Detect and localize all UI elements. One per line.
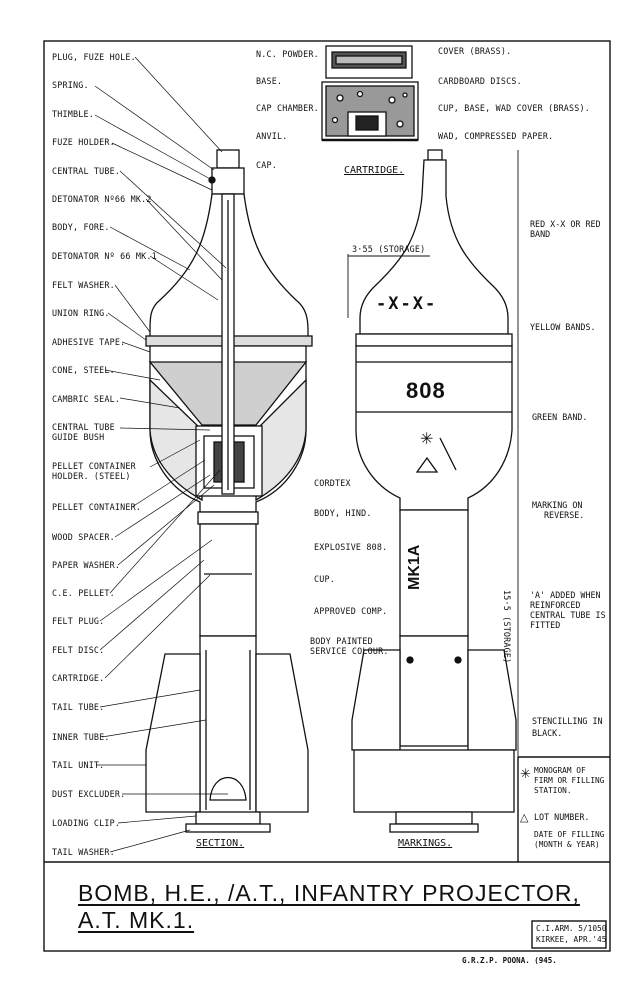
label-body-painted: BODY PAINTED <box>310 636 373 646</box>
label-body-hind: BODY, HIND. <box>314 508 372 518</box>
label-cordtex: CORDTEX <box>314 478 351 488</box>
label-felt-disc: FELT DISC. <box>52 645 105 655</box>
label-cone-steel: CONE, STEEL. <box>52 365 115 375</box>
legend-star-text: MONOGRAM OF FIRM OR FILLING STATION. <box>534 766 605 795</box>
label-base: BASE. <box>256 76 283 86</box>
legend-star-icon: ✳ <box>520 766 531 781</box>
label-pellet-container: PELLET CONTAINER. <box>52 502 142 512</box>
dimension-storage: 3·55 (STORAGE) <box>352 244 426 254</box>
cartridge-figure <box>321 45 419 142</box>
star-marking: ✳ <box>420 431 434 448</box>
leader-lines <box>94 56 228 853</box>
label-detonator-66-mk1: DETONATOR Nº 66 MK.1 <box>52 251 157 261</box>
label-felt-washer: FELT WASHER. <box>52 280 115 290</box>
label-wood-spacer: WOOD SPACER. <box>52 532 115 542</box>
label-spring: SPRING. <box>52 80 89 90</box>
label-central-tube-is: CENTRAL TUBE IS <box>530 610 606 620</box>
label-a-added: 'A' ADDED WHEN <box>530 590 601 600</box>
label-union-ring: UNION RING. <box>52 308 110 318</box>
label-central-tube: CENTRAL TUBE. <box>52 166 121 176</box>
label-red-x: RED X-X OR RED <box>530 219 601 229</box>
outer-border <box>43 40 611 952</box>
label-cup-base: CUP, BASE, WAD COVER (BRASS). <box>438 103 591 113</box>
label-guide-bush: GUIDE BUSH <box>52 432 105 442</box>
label-felt-plug: FELT PLUG. <box>52 616 105 626</box>
cartridge-caption: CARTRIDGE. <box>344 165 405 176</box>
label-yellow-bands: YELLOW BANDS. <box>530 322 596 332</box>
reference-line-1: C.I.ARM. 5/1050 <box>536 924 607 933</box>
label-body-fore: BODY, FORE. <box>52 222 110 232</box>
label-stencilling: STENCILLING IN <box>532 716 603 726</box>
label-marking-on: MARKING ON <box>532 500 583 510</box>
label-fitted: FITTED <box>530 620 561 630</box>
label-nc-powder: N.C. POWDER. <box>256 49 319 59</box>
label-cap-chamber: CAP CHAMBER. <box>256 103 319 113</box>
label-loading-clip: LOADING CLIP. <box>52 818 121 828</box>
reference-line-2: KIRKEE, APR.'45 <box>536 935 607 944</box>
label-black: BLACK. <box>532 728 563 738</box>
label-tail-tube: TAIL TUBE. <box>52 702 105 712</box>
label-cover-brass: COVER (BRASS). <box>438 46 512 56</box>
label-plug-fuze-hole: PLUG, FUZE HOLE. <box>52 52 136 62</box>
label-holder-steel: HOLDER. (STEEL) <box>52 471 131 481</box>
label-anvil: ANVIL. <box>256 131 288 141</box>
markings-figure <box>351 149 517 833</box>
label-adhesive-tape: ADHESIVE TAPE. <box>52 337 126 347</box>
label-pellet-container-holder: PELLET CONTAINER <box>52 461 136 471</box>
tube-marking: MK1A <box>406 544 423 590</box>
label-reinforced: REINFORCED <box>530 600 581 610</box>
label-cardboard-discs: CARDBOARD DISCS. <box>438 76 522 86</box>
label-tail-washer: TAIL WASHER. <box>52 847 115 857</box>
dimension-length: 15·5 (STORAGE) <box>502 590 512 664</box>
label-cambric-seal: CAMBRIC SEAL. <box>52 394 121 404</box>
label-approved-comp: APPROVED COMP. <box>314 606 388 616</box>
section-figure <box>145 149 313 833</box>
legend-date-text: DATE OF FILLING (MONTH & YEAR) <box>534 830 605 849</box>
label-dust-excluder: DUST EXCLUDER. <box>52 789 126 799</box>
label-cap: CAP. <box>256 160 277 170</box>
label-explosive-808: EXPLOSIVE 808. <box>314 542 388 552</box>
label-ce-pellet: C.E. PELLET. <box>52 588 115 598</box>
band-marking: -X-X- <box>376 294 438 314</box>
label-paper-washer: PAPER WASHER. <box>52 560 121 570</box>
label-green-band: GREEN BAND. <box>532 412 588 422</box>
legend-triangle-icon: △ <box>520 812 529 824</box>
drawing-title: BOMB, H.E., /A.T., INFANTRY PROJECTOR, A… <box>78 880 580 933</box>
label-detonator-66-mk2: DETONATOR Nº66 MK.2 <box>52 194 152 204</box>
label-band: BAND <box>530 229 551 239</box>
printer-footer: G.R.Z.P. POONA. (945. <box>462 956 557 965</box>
label-thimble: THIMBLE. <box>52 109 94 119</box>
label-inner-tube: INNER TUBE. <box>52 732 110 742</box>
body-marking-808: 808 <box>406 378 446 403</box>
label-cup: CUP. <box>314 574 335 584</box>
markings-caption: MARKINGS. <box>398 838 453 849</box>
label-fuze-holder: FUZE HOLDER. <box>52 137 115 147</box>
legend-triangle-text: LOT NUMBER. <box>534 812 590 822</box>
label-central-tube-guide: CENTRAL TUBE <box>52 422 115 432</box>
section-caption: SECTION. <box>196 838 245 849</box>
label-service-colour: SERVICE COLOUR. <box>310 646 389 656</box>
label-reverse: REVERSE. <box>544 510 585 520</box>
label-cartridge: CARTRIDGE. <box>52 673 105 683</box>
label-tail-unit: TAIL UNIT. <box>52 760 105 770</box>
reference-box <box>531 920 607 949</box>
label-wad: WAD, COMPRESSED PAPER. <box>438 131 554 141</box>
